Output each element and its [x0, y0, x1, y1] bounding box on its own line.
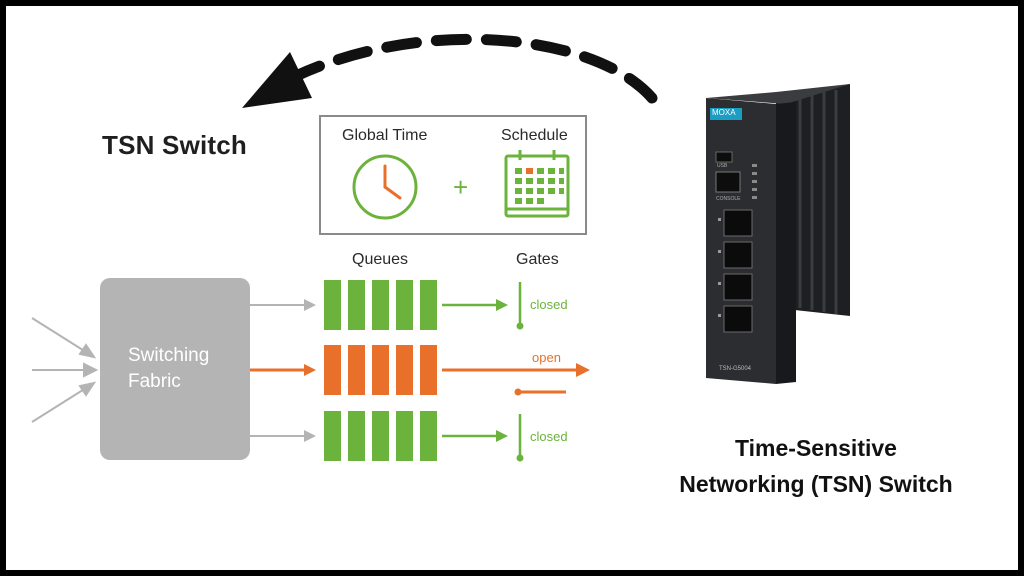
device-model-label: TSN-G5004	[719, 366, 752, 372]
switching-fabric-block	[100, 278, 250, 460]
queue-row-2	[324, 345, 437, 395]
schedule-label: Schedule	[501, 127, 568, 144]
plus-sign: +	[453, 172, 469, 202]
gate-2-open	[442, 363, 590, 396]
gate-1-closed	[442, 282, 524, 330]
calendar-icon	[504, 150, 570, 218]
device-brand-text: MOXA	[712, 108, 736, 117]
diagram-title: TSN Switch	[102, 130, 248, 160]
gate-3-state: closed	[530, 429, 568, 444]
device-caption: Time-Sensitive Networking (TSN) Switch	[646, 430, 986, 502]
tsn-switch-device-image	[706, 84, 850, 384]
arrow-head-icon	[242, 52, 312, 108]
switching-fabric-label: Switching Fabric	[100, 278, 250, 460]
page-frame: TSN Switch Global Time Schedule + Queues…	[6, 6, 1018, 570]
dashed-curve-arrow	[290, 33, 658, 104]
input-arrows	[31, 317, 99, 423]
caption-line-2: Networking (TSN) Switch	[679, 471, 953, 497]
gates-label: Gates	[516, 251, 559, 268]
queue-row-3	[324, 411, 437, 461]
gate-2-state: open	[532, 350, 561, 365]
gate-3-closed	[442, 414, 524, 462]
fabric-line-2: Fabric	[128, 371, 181, 392]
device-console-label: CONSOLE	[716, 196, 741, 202]
moxa-logo	[710, 108, 742, 120]
queues-label: Queues	[352, 251, 409, 268]
diagram-canvas	[31, 33, 850, 462]
clock-icon	[352, 154, 418, 220]
global-time-label: Global Time	[342, 127, 428, 144]
caption-line-1: Time-Sensitive	[735, 435, 897, 461]
device-usb-label: USB	[717, 163, 728, 169]
queue-row-1	[324, 280, 437, 330]
fabric-to-queue-arrows	[250, 299, 316, 442]
fabric-line-1: Switching	[128, 345, 210, 366]
gate-1-state: closed	[530, 297, 568, 312]
time-schedule-box	[319, 115, 587, 235]
